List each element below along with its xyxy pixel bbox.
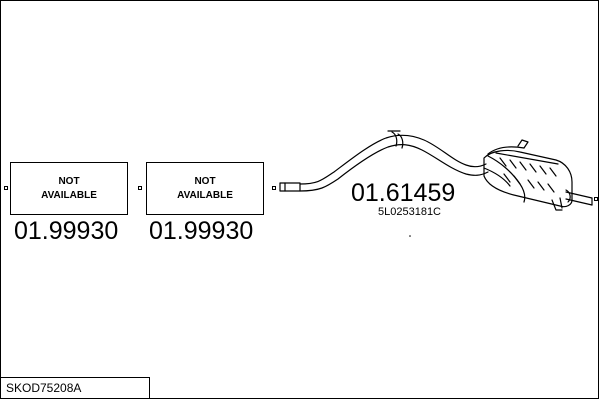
middle-part-number[interactable]: 01.99930 xyxy=(149,217,254,245)
middle-status-line2: AVAILABLE xyxy=(177,189,233,201)
model-code-label: SKOD75208A xyxy=(6,381,82,395)
rear-oem-number: 5L0253181C xyxy=(378,206,442,218)
middle-connector-right xyxy=(272,186,276,190)
front-status-line2: AVAILABLE xyxy=(41,189,97,201)
front-part-number[interactable]: 01.99930 xyxy=(14,217,119,245)
front-part-not-available-box: NOT AVAILABLE xyxy=(10,162,128,215)
dot-marker xyxy=(409,235,411,237)
front-status-line1: NOT xyxy=(58,175,80,187)
tail-connector-right xyxy=(594,197,598,201)
model-code-box: SKOD75208A xyxy=(0,377,150,399)
middle-status-line1: NOT xyxy=(194,175,216,187)
front-connector-left xyxy=(4,186,8,190)
middle-part-not-available-box: NOT AVAILABLE xyxy=(146,162,264,215)
middle-connector-left xyxy=(138,186,142,190)
rear-part-number[interactable]: 01.61459 xyxy=(351,179,456,207)
